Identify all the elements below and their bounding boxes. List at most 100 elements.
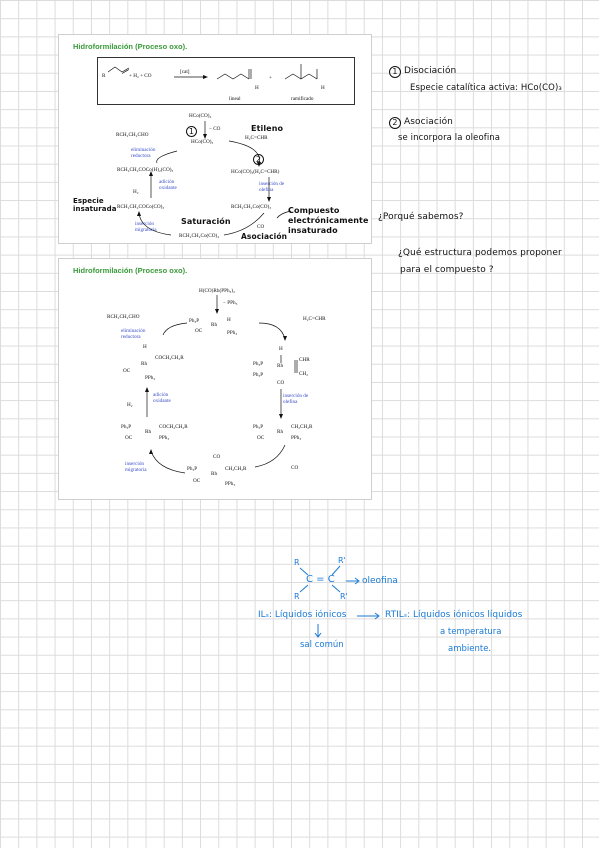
oxadd-h: H <box>143 344 147 350</box>
note-d1-title: Disociación <box>404 66 457 76</box>
ethylene-reagent: H₂C=CHR <box>245 135 268 141</box>
alkyl-sq-l2: PPh₃ <box>291 435 302 441</box>
product-h1: H <box>255 85 259 91</box>
species-hco4: HCo(CO)₄ <box>189 113 212 119</box>
bottom-l2: PPh₃ <box>225 481 236 487</box>
note-num1: 1 <box>186 126 197 137</box>
bottom-co: OC <box>193 478 201 484</box>
bottom-rh: Rh <box>211 471 218 477</box>
rh-h-l2: PPh₃ <box>227 330 238 336</box>
olefin-r4: R' <box>340 592 348 601</box>
label-ins-mig-rh: inserción migratoria <box>125 461 147 473</box>
species-hco3: HCo(CO)₃ <box>191 139 214 145</box>
note-temp1: a temperatura <box>440 627 502 637</box>
slide1-drawing <box>107 64 318 236</box>
label-lineal: lineal <box>229 96 241 102</box>
olefin-cc: C = C <box>306 574 335 585</box>
minus-co: − CO <box>209 126 221 132</box>
note-saturacion: Saturación <box>181 217 231 226</box>
co-reagent-co: CO <box>257 224 265 230</box>
slide1-title: Hidroformilación (Proceso oxo). <box>73 42 188 51</box>
label-ramificado: ramificado <box>291 96 314 102</box>
note-d1-num: 1 <box>389 66 401 78</box>
note-d2-body: se incorpora la oleofina <box>398 133 501 143</box>
product-plus: + <box>269 75 272 81</box>
note-especie: Especie insaturada <box>73 197 117 213</box>
bottom-co-top: CO <box>213 454 221 460</box>
alkyl3-co: RCH₂CH₂Co(CO)₃ <box>231 204 272 210</box>
label-ins-olefin-rh: inserción de olefina <box>283 393 309 405</box>
alkyl4-co: RCH₂CH₂Co(CO)₄ <box>179 233 220 239</box>
olefin-r3: R <box>294 592 300 601</box>
pi-l1: Ph₃P <box>253 361 264 367</box>
note-oleofina: oleofina <box>362 576 398 586</box>
label-oxadd-rh: adición oxidante <box>153 392 171 404</box>
acyl-sq-l2: PPh₃ <box>159 435 170 441</box>
note-d1-body: Especie catalítica activa: HCo(CO)₃ <box>410 83 562 93</box>
alkyl-sq-co: OC <box>257 435 265 441</box>
rh-h-rh: Rh <box>211 322 218 328</box>
note-rtils: RTILₛ: Líquidos iónicos líquidos <box>385 610 523 620</box>
bottom-alkyl: CH₂CH₂R <box>225 466 247 472</box>
aldehyde-co: RCH₂CH₂CHO <box>116 132 149 138</box>
note-q1: ¿Porqué sabemos? <box>378 212 464 222</box>
olefin-rh: H₂C=CHR <box>303 316 326 322</box>
h2-rh: H₂ <box>127 402 133 408</box>
rh-h-co: OC <box>195 328 203 334</box>
acyl-sq-acyl: COCH₂CH₂R <box>159 424 188 430</box>
pi-ch2: CH₂ <box>299 371 309 377</box>
note-q2a: ¿Qué estructura podemos proponer <box>398 248 562 258</box>
rh-top-complex: H(CO)Rh(PPh₃)₃ <box>199 288 235 294</box>
pi-co: CO <box>277 380 285 386</box>
oxadd-rh: Rh <box>141 361 148 367</box>
rh-h-l1: Ph₃P <box>189 318 200 324</box>
label-ins-mig-co: inserción migratoria <box>135 221 157 233</box>
olefin-r2: R' <box>338 556 346 565</box>
note-compuesto: Compuesto electrónicamente insaturado <box>288 206 369 235</box>
slide-cobalt-cycle: Hidroformilación (Proceso oxo). R + H₂ +… <box>58 34 372 244</box>
alkyl-sq-alkyl: CH₂CH₂R <box>291 424 313 430</box>
pi-l2: Ph₃P <box>253 372 264 378</box>
note-temp2: ambiente. <box>448 644 492 654</box>
rh-h-h: H <box>227 317 231 323</box>
note-asociacion: Asociación <box>241 232 288 241</box>
oxadd-l: PPh₃ <box>145 375 156 381</box>
acyl-sq-co: OC <box>125 435 133 441</box>
alkyl-sq-rh: Rh <box>277 429 284 435</box>
oxadd-acyl: COCH₂CH₂R <box>155 355 184 361</box>
reactant-r: R <box>102 73 106 79</box>
label-elim-co: eliminación reductora <box>131 147 156 159</box>
acyl-sq-rh: Rh <box>145 429 152 435</box>
acyl-h2-co: RCH₂CH₂COCo(H)₂(CO)₃ <box>117 167 174 173</box>
reactant-plus: + H₂ + CO <box>129 73 152 79</box>
alkyl-sq-l1: Ph₃P <box>253 424 264 430</box>
minus-pph3: − PPh₃ <box>223 300 238 306</box>
pi-h: H <box>279 346 283 352</box>
acyl-sq-l1: Ph₃P <box>121 424 132 430</box>
product-h2: H <box>321 85 325 91</box>
bottom-l1: Ph₃P <box>187 466 198 472</box>
label-oxadd-co: adición oxidante <box>159 179 177 191</box>
note-d2-num: 2 <box>389 117 401 129</box>
acyl-co: RCH₂CH₂COCo(CO)₃ <box>117 204 165 210</box>
co-reagent-rh: CO <box>291 465 299 471</box>
label-elim-rh: eliminación reductora <box>121 328 146 340</box>
note-sal: sal común <box>300 640 344 650</box>
note-etileno: Etileno <box>251 124 284 133</box>
note-q2b: para el compuesto ? <box>400 265 494 275</box>
pi-chr: CHR <box>299 357 310 363</box>
slide2-title: Hidroformilación (Proceso oxo). <box>73 266 188 275</box>
aldehyde-rh: RCH₂CH₂CHO <box>107 314 140 320</box>
slide-rhodium-cycle: Hidroformilación (Proceso oxo). H(CO)Rh(… <box>58 258 372 500</box>
h2-co: H₂ <box>133 189 139 195</box>
note-d2-title: Asociación <box>404 117 453 127</box>
slide2-drawing <box>145 295 298 474</box>
pi-complex-co: HCo(CO)₃(H₂C=CHR) <box>231 169 280 175</box>
oxadd-co: OC <box>123 368 131 374</box>
label-ins-olefin-co: inserción de olefina <box>259 181 285 193</box>
reaction-box <box>97 57 355 105</box>
pi-rh: Rh <box>277 363 284 369</box>
catalyst-label: [cat] <box>180 69 190 75</box>
note-ils: ILₛ: Líquidos iónicos <box>258 610 347 620</box>
